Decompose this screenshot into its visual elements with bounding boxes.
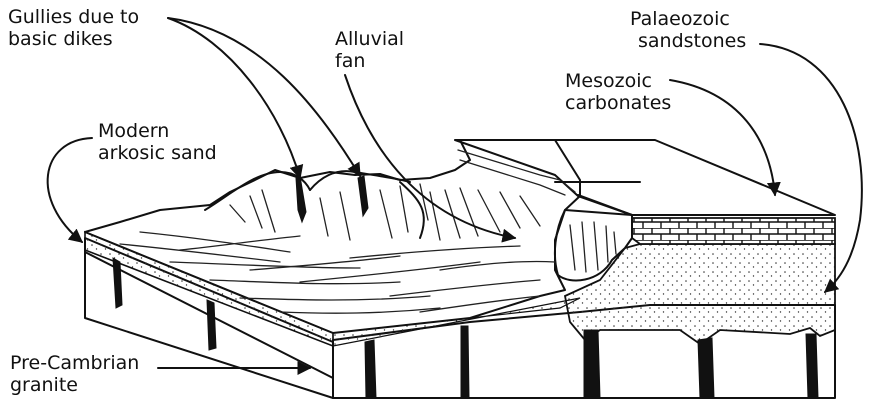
label-palaeozoic: Palaeozoic sandstones [630,8,746,52]
fan-lines [430,188,540,240]
label-precambrian-line1: Pre-Cambrian [10,352,139,374]
label-gullies-line1: Gullies due to [8,6,139,28]
label-alluvial-fan: Alluvial fan [335,28,404,72]
mesozoic-carbonate-face [632,218,835,244]
sand-layer-right [333,298,580,346]
palaeozoic-sandstone-face [565,244,835,344]
label-precambrian-line2: granite [10,374,139,396]
label-gullies-line2: basic dikes [8,28,139,50]
arrow-fan [345,75,515,238]
label-modern-sand-line1: Modern [98,120,217,142]
dike-face-2 [207,300,216,350]
label-palaeozoic-line2: sandstones [630,30,746,52]
label-mesozoic-line2: carbonates [565,92,671,114]
label-precambrian: Pre-Cambrian granite [10,352,139,396]
arrow-mesozoic [670,80,775,195]
dike-face-5 [584,330,600,398]
arrow-sand [48,138,92,242]
hill-left [205,172,310,210]
hill-slope-lines [230,184,428,240]
escarpment-layer-1 [458,150,575,192]
label-modern-sand: Modern arkosic sand [98,120,217,164]
label-alluvial-fan-line1: Alluvial [335,28,404,50]
dike-face-4 [461,326,469,398]
label-modern-sand-line2: arkosic sand [98,142,217,164]
dike-face-3 [365,340,376,398]
dike-face-1 [113,258,122,308]
dike-face-7 [806,334,818,398]
dike-face-6 [698,338,714,398]
label-gullies: Gullies due to basic dikes [8,6,139,50]
label-alluvial-fan-line2: fan [335,50,404,72]
plateau-edge [578,195,632,238]
label-mesozoic: Mesozoic carbonates [565,70,671,114]
gully-dike-2 [358,176,368,216]
label-mesozoic-line1: Mesozoic [565,70,671,92]
escarpment-top [455,140,835,215]
label-palaeozoic-line1: Palaeozoic [630,8,746,30]
